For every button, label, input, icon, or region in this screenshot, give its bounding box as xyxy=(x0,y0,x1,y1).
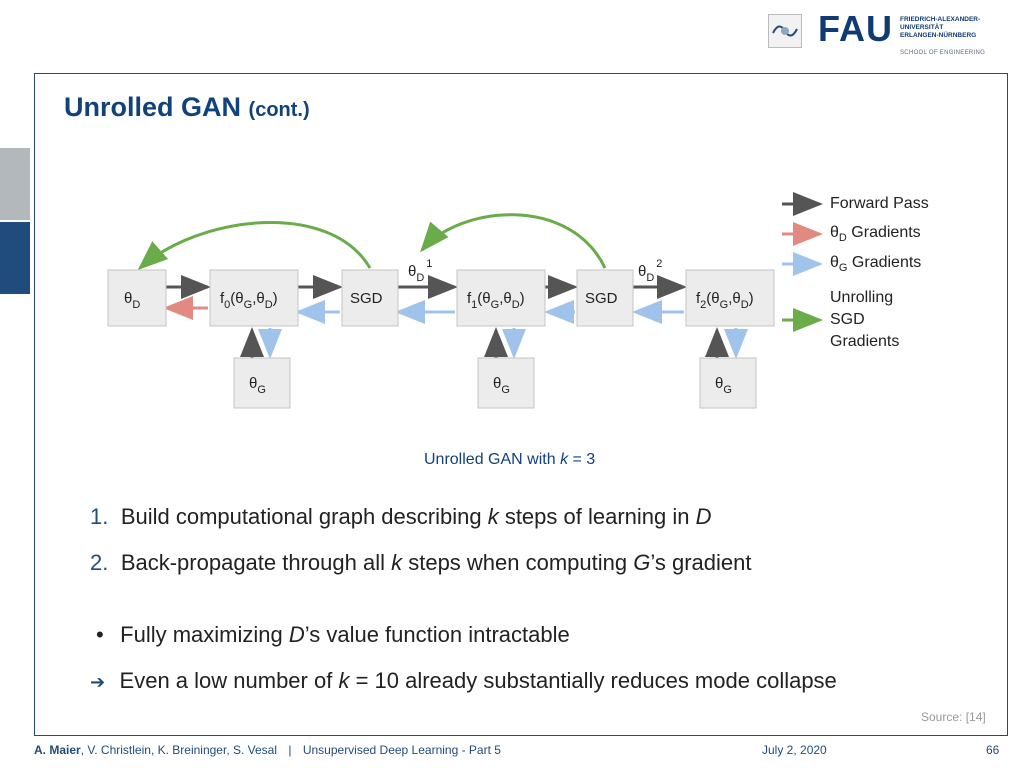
footer-author-main: A. Maier xyxy=(34,743,81,757)
svg-text:θG: θG xyxy=(249,375,266,396)
lme-logo-icon xyxy=(772,25,798,37)
footer-separator: | xyxy=(288,743,292,757)
svg-text:f0(θG,θD): f0(θG,θD) xyxy=(220,290,278,311)
svg-text:θG: θG xyxy=(715,375,732,396)
caption-text: = 3 xyxy=(572,451,596,468)
caption-text: Unrolled GAN with xyxy=(424,451,556,468)
slide-title-suffix: (cont.) xyxy=(248,99,310,121)
svg-text:θD: θD xyxy=(124,290,140,311)
legend-forward-label: Forward Pass xyxy=(830,195,929,212)
edge-label-theta-d1: θD1 xyxy=(408,258,432,284)
node-sgd-2: SGD xyxy=(576,269,634,327)
slide-title-main: Unrolled GAN xyxy=(64,92,242,122)
node-sgd-1: SGD xyxy=(341,269,399,327)
legend-g-gradient-label: θG Gradients xyxy=(830,254,921,274)
svg-text:θG: θG xyxy=(493,375,510,396)
node-theta-g-3: θG xyxy=(699,357,757,409)
arrow-item: ➔ Even a low number of k = 10 already su… xyxy=(90,668,837,694)
footer-date: July 2, 2020 xyxy=(762,743,827,757)
list-item: 2. Back-propagate through all k steps wh… xyxy=(90,550,751,576)
bullet-icon: • xyxy=(96,622,104,647)
legend-text: Gradients xyxy=(847,254,922,271)
legend-sub: G xyxy=(838,262,848,275)
arrow-icon: ➔ xyxy=(90,672,106,693)
footer-authors: A. Maier, V. Christlein, K. Breininger, … xyxy=(34,743,501,757)
edge-label-theta-d2: θD2 xyxy=(638,258,662,284)
unroll-arc-2 xyxy=(420,213,607,269)
footer-authors-rest: , V. Christlein, K. Breininger, S. Vesal xyxy=(80,743,278,757)
fau-logo-line: ERLANGEN-NÜRNBERG xyxy=(900,32,977,39)
list-item: 1. Build computational graph describing … xyxy=(90,504,712,530)
svg-text:SGD: SGD xyxy=(585,290,618,307)
node-theta-g-1: θG xyxy=(233,357,291,409)
legend-sub: D xyxy=(838,232,847,245)
slide-frame xyxy=(34,73,1008,736)
side-marker-dark xyxy=(0,222,30,294)
list-number: 2. xyxy=(90,550,109,575)
side-marker-light xyxy=(0,148,30,220)
legend-text: SGD xyxy=(830,311,865,328)
fau-logo: FAU xyxy=(818,8,893,49)
bullet-item: • Fully maximizing D’s value function in… xyxy=(96,622,570,648)
list-text: Build computational graph describing k s… xyxy=(120,504,712,529)
node-f1: f1(θG,θD) xyxy=(456,269,546,327)
caption-k: k xyxy=(560,451,569,468)
legend-d-gradient-label: θD Gradients xyxy=(830,224,921,244)
list-number: 1. xyxy=(90,504,109,529)
legend-text: θ xyxy=(830,254,839,271)
legend-text: θ xyxy=(830,224,839,241)
svg-text:f1(θG,θD): f1(θG,θD) xyxy=(467,290,525,311)
fau-logo-text: FRIEDRICH-ALEXANDER- UNIVERSITÄT ERLANGE… xyxy=(900,16,980,40)
list-text: Fully maximizing D’s value function intr… xyxy=(120,622,570,647)
footer-page-number: 66 xyxy=(986,743,1000,757)
list-text: Back-propagate through all k steps when … xyxy=(120,550,752,575)
svg-text:f2(θG,θD): f2(θG,θD) xyxy=(696,290,754,311)
fau-logo-line: FRIEDRICH-ALEXANDER- xyxy=(900,16,981,23)
list-text: Even a low number of k = 10 already subs… xyxy=(119,668,837,693)
legend-text: Gradients xyxy=(830,333,900,350)
fau-logo-line: UNIVERSITÄT xyxy=(900,24,944,31)
footer-lecture: Unsupervised Deep Learning - Part 5 xyxy=(302,743,501,757)
unroll-arc-1 xyxy=(137,221,372,270)
legend-text: Unrolling xyxy=(830,289,894,306)
slide-title: Unrolled GAN (cont.) xyxy=(64,92,310,123)
lme-logo xyxy=(768,14,802,48)
node-f2: f2(θG,θD) xyxy=(685,269,775,327)
node-theta-d: θD xyxy=(107,269,167,327)
svg-text:SGD: SGD xyxy=(350,290,383,307)
node-theta-g-2: θG xyxy=(477,357,535,409)
legend-unroll-label: Unrolling SGD Gradients xyxy=(830,287,899,353)
source-label: Source: [14] xyxy=(921,710,986,724)
node-f0: f0(θG,θD) xyxy=(209,269,299,327)
school-label: SCHOOL OF ENGINEERING xyxy=(900,50,986,56)
diagram-caption: Unrolled GAN with k = 3 xyxy=(424,451,595,469)
legend-text: Gradients xyxy=(846,224,921,241)
